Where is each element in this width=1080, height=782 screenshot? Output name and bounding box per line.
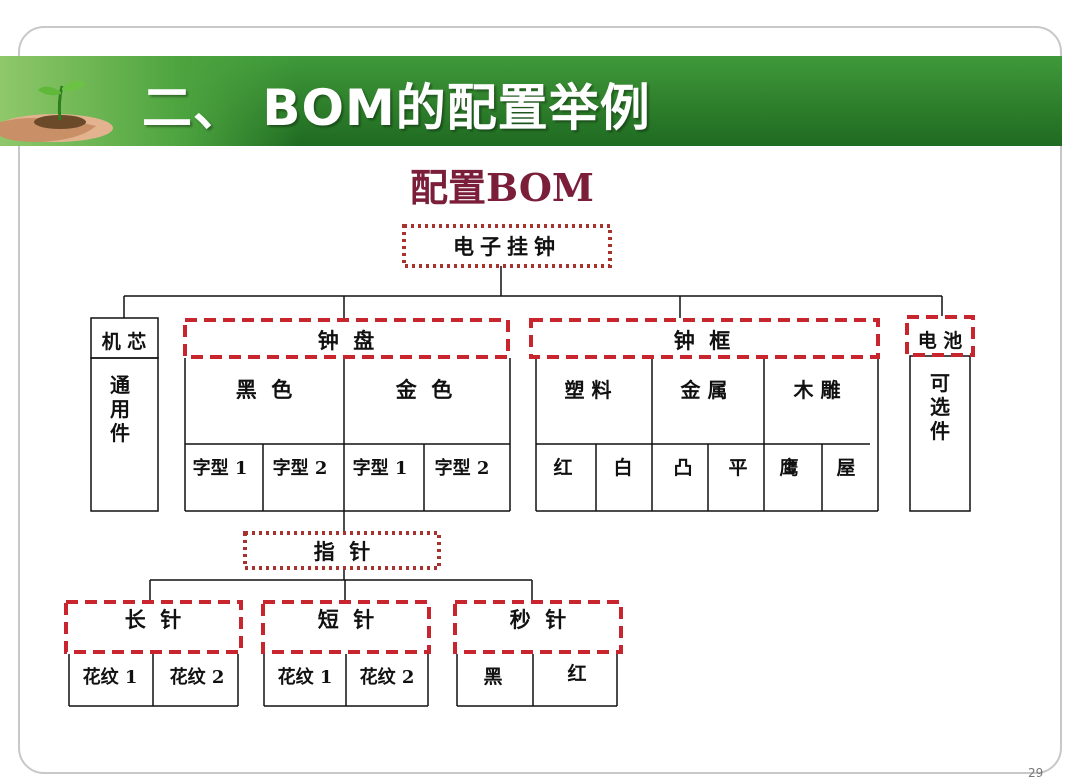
short-hand-box <box>261 600 431 654</box>
second-hand-table <box>456 654 618 707</box>
dial-black-label: 黑 色 <box>236 377 293 402</box>
second-hand-label: 秒 针 <box>510 607 567 632</box>
dial-gold-type1: 字型 1 <box>353 457 408 479</box>
dial-black-type1: 字型 1 <box>193 457 248 479</box>
seedling-in-hand-icon <box>0 80 113 142</box>
long-hand-pattern2: 花纹 2 <box>170 666 225 688</box>
level1-connectors <box>123 266 943 318</box>
second-hand-box <box>453 600 623 654</box>
frame-plastic-label: 塑 料 <box>565 378 612 402</box>
frame-metal-label: 金 属 <box>680 378 728 402</box>
root-node-box <box>402 224 612 268</box>
mechanism-label: 机 芯 <box>102 330 147 353</box>
frame-wood-label: 木 雕 <box>793 378 841 402</box>
page-number: 29 <box>1028 766 1044 780</box>
slide-frame <box>18 26 1062 774</box>
second-hand-black: 黑 <box>483 666 502 688</box>
long-hand-box <box>64 600 243 654</box>
dial-gold-label: 金 色 <box>395 377 453 402</box>
battery-note: 可选件 <box>930 371 950 443</box>
battery-label: 电 池 <box>918 329 963 352</box>
diagram-subtitle: 配置BOM <box>410 165 594 210</box>
frame-wood-house: 屋 <box>836 457 855 479</box>
frame-plastic-white: 白 <box>613 456 632 479</box>
frame-metal-flat: 平 <box>728 457 747 479</box>
short-hand-pattern1: 花纹 1 <box>278 666 333 688</box>
short-hand-pattern2: 花纹 2 <box>360 666 415 688</box>
short-hand-table <box>263 654 429 707</box>
long-hand-table <box>68 654 239 707</box>
frame-label: 钟 框 <box>674 328 731 353</box>
root-node-label: 电子挂钟 <box>453 234 561 259</box>
hands-label: 指 针 <box>314 539 371 564</box>
mechanism-note: 通用件 <box>110 373 130 445</box>
frame-plastic-red: 红 <box>553 456 572 479</box>
frame-box <box>529 318 880 359</box>
frame-metal-convex: 凸 <box>673 457 692 479</box>
slide-title: 二、 BOM的配置举例 <box>142 79 651 137</box>
short-hand-label: 短 针 <box>318 607 375 632</box>
battery-node: 电 池 <box>905 315 975 512</box>
dial-gold-type2: 字型 2 <box>435 457 490 479</box>
hands-connectors <box>149 511 533 600</box>
dial-label: 钟 盘 <box>318 328 375 353</box>
hands-box <box>243 531 441 570</box>
dial-node <box>184 358 511 512</box>
long-hand-pattern1: 花纹 1 <box>83 666 138 688</box>
dial-box <box>183 318 510 359</box>
frame-node <box>535 358 879 512</box>
mechanism-node: 机 芯 <box>90 317 159 512</box>
long-hand-label: 长 针 <box>125 607 182 632</box>
dial-black-type2: 字型 2 <box>273 457 328 479</box>
frame-wood-eagle: 鹰 <box>779 456 798 479</box>
second-hand-red: 红 <box>567 662 586 685</box>
